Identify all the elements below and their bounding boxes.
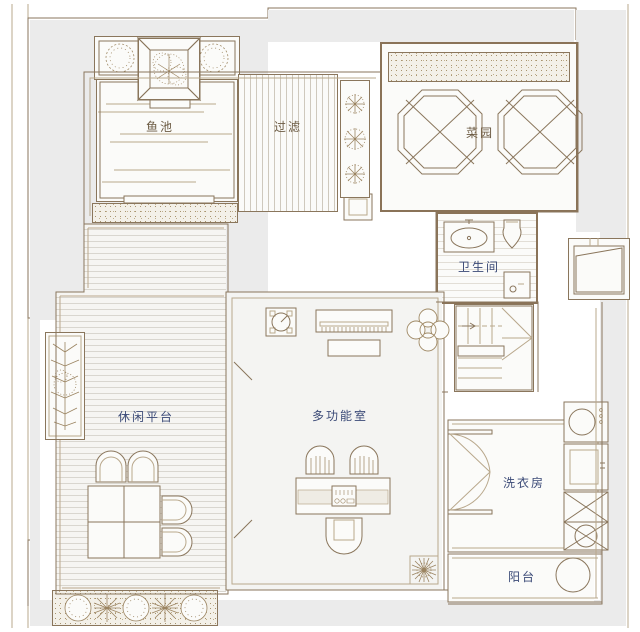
filter-bed xyxy=(238,74,338,212)
laundry-appliances xyxy=(563,401,609,551)
planter-foliage-icon xyxy=(48,335,82,437)
label-bathroom: 卫生间 xyxy=(458,260,501,274)
clock-icon xyxy=(265,307,297,337)
gravel-strip xyxy=(92,203,238,223)
tea-table-set xyxy=(295,445,391,555)
site-ground-right xyxy=(576,10,626,232)
pond-step xyxy=(149,99,191,109)
stairs-icon xyxy=(455,305,533,391)
label-vegetable-garden: 菜园 xyxy=(466,126,495,140)
octagon-planter-left xyxy=(397,89,483,175)
leisure-deck-upper xyxy=(84,224,226,292)
balcony-area xyxy=(448,556,594,602)
patio-furniture-set xyxy=(87,450,193,559)
sink-icon xyxy=(443,219,495,253)
site-ground-upper-right xyxy=(268,10,574,42)
plant-spiky-icon xyxy=(409,555,439,585)
toilet-icon xyxy=(502,219,522,249)
shrub-icon xyxy=(344,94,366,184)
label-leisure-platform: 休闲平台 xyxy=(118,410,175,424)
label-laundry-room: 洗衣房 xyxy=(503,476,546,490)
label-balcony: 阳台 xyxy=(508,570,537,584)
octagon-planter-right xyxy=(497,89,583,175)
label-fish-pond: 鱼池 xyxy=(146,120,175,134)
round-basin-icon xyxy=(555,557,591,593)
floor-drain-icon xyxy=(503,271,531,299)
label-multifunction-room: 多功能室 xyxy=(312,409,369,423)
filter-equipment-box xyxy=(343,193,373,221)
double-door-icon[interactable] xyxy=(446,428,504,518)
ac-unit-icon xyxy=(573,238,625,295)
planter-row-plants xyxy=(64,594,208,622)
label-filter: 过滤 xyxy=(274,120,303,134)
plant-round-icon xyxy=(406,308,450,352)
garden-gravel-bed xyxy=(388,52,570,82)
piano-icon xyxy=(315,309,393,357)
site-ground-left xyxy=(30,320,40,608)
